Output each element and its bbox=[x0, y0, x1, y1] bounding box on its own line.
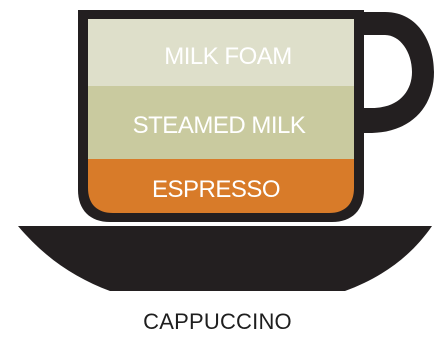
drink-title: CAPPUCCINO bbox=[0, 309, 435, 335]
cup-handle bbox=[352, 12, 434, 133]
layer-label-espresso: ESPRESSO bbox=[152, 176, 280, 203]
layer-label-steamed-milk: STEAMED MILK bbox=[133, 112, 306, 139]
layer-label-milk-foam: MILK FOAM bbox=[164, 43, 292, 70]
saucer bbox=[18, 226, 432, 291]
